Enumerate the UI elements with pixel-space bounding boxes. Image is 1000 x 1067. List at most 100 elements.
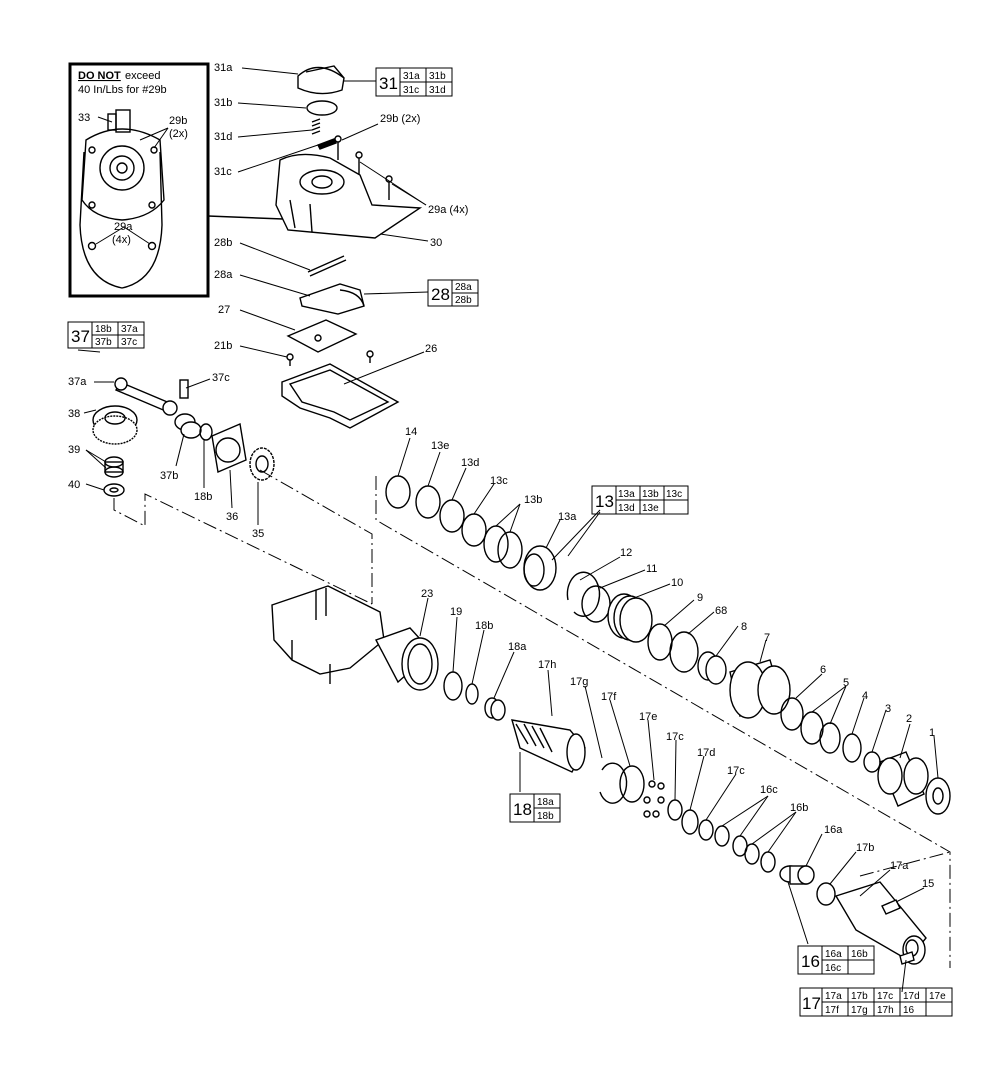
label-9: 9 <box>697 592 703 604</box>
kit-17-cell-4: 17d <box>903 991 920 1002</box>
label-27: 27 <box>218 304 230 316</box>
kit-16-cell-1: 16a <box>825 949 842 960</box>
label-23: 23 <box>421 588 433 600</box>
kit-31-cell-4: 31d <box>429 85 446 96</box>
label-13e: 13e <box>431 440 449 452</box>
kit-31-number: 31 <box>379 74 398 93</box>
kit-13-cell-1: 13a <box>618 489 635 500</box>
kit-box-28 <box>427 279 479 307</box>
label-15: 15 <box>922 878 934 890</box>
kit-16-cell-2: 16b <box>851 949 868 960</box>
label-16c: 16c <box>760 784 778 796</box>
label-37b: 37b <box>160 470 178 482</box>
kit-17-cell-1: 17a <box>825 991 842 1002</box>
inset-warning-emphasis: DO NOT <box>78 70 121 82</box>
label-21b: 21b <box>214 340 232 352</box>
label-1: 1 <box>929 727 935 739</box>
label-68: 68 <box>715 605 727 617</box>
label-17f: 17f <box>601 691 617 703</box>
kit-17-cell-2: 17b <box>851 991 868 1002</box>
label-13b: 13b <box>524 494 542 506</box>
kit-28-cell-2: 28b <box>455 295 472 306</box>
inset-warning-line2: 40 In/Lbs for #29b <box>78 84 167 96</box>
kit-31-cell-3: 31c <box>403 85 419 96</box>
label-14: 14 <box>405 426 417 438</box>
kit-box-17 <box>799 987 953 1017</box>
kit-13-cell-3: 13c <box>666 489 682 500</box>
label-37a: 37a <box>68 376 87 388</box>
label-13d: 13d <box>461 457 479 469</box>
label-6: 6 <box>820 664 826 676</box>
kit-37-cell-1: 18b <box>95 324 112 335</box>
kit-box-18 <box>509 793 561 823</box>
label-31a: 31a <box>214 62 233 74</box>
kit-box-31 <box>375 67 453 97</box>
inset-callout-29b-qty: (2x) <box>169 128 188 140</box>
label-40: 40 <box>68 479 80 491</box>
kit-13-cell-5: 13e <box>642 503 659 514</box>
kit-28-number: 28 <box>431 285 450 304</box>
kit-18-cell-2: 18b <box>537 811 554 822</box>
kit-17-cell-7: 17g <box>851 1005 868 1016</box>
leader-lines <box>77 67 939 993</box>
label-10: 10 <box>671 577 683 589</box>
assembly-centerlines <box>113 469 951 968</box>
inset-callout-33: 33 <box>78 112 90 124</box>
label-31c: 31c <box>214 166 232 178</box>
label-30: 30 <box>430 237 442 249</box>
label-3: 3 <box>885 703 891 715</box>
label-35: 35 <box>252 528 264 540</box>
kit-17-cell-9: 16 <box>903 1005 915 1016</box>
label-7: 7 <box>764 632 770 644</box>
inset-callout-29a-qty: (4x) <box>112 234 131 246</box>
label-13c: 13c <box>490 475 508 487</box>
kit-37-cell-4: 37c <box>121 337 137 348</box>
part-labels: 31a 31b 31d 31c 29b (2x) 29a (4x) 30 28b… <box>68 62 935 890</box>
label-17g: 17g <box>570 676 588 688</box>
label-17a: 17a <box>890 860 909 872</box>
label-17c-lower: 17c <box>727 765 745 777</box>
label-17d: 17d <box>697 747 715 759</box>
kit-31-cell-2: 31b <box>429 71 446 82</box>
label-26: 26 <box>425 343 437 355</box>
label-17h: 17h <box>538 659 556 671</box>
kit-17-cell-6: 17f <box>825 1005 839 1016</box>
label-31d: 31d <box>214 131 232 143</box>
label-5: 5 <box>843 677 849 689</box>
label-37c: 37c <box>212 372 230 384</box>
label-17e: 17e <box>639 711 657 723</box>
label-18a: 18a <box>508 641 527 653</box>
kit-18-cell-1: 18a <box>537 797 554 808</box>
label-29b: 29b (2x) <box>380 113 420 125</box>
label-18b-lower: 18b <box>475 620 493 632</box>
label-38: 38 <box>68 408 80 420</box>
kit-37-number: 37 <box>71 327 90 346</box>
label-28b: 28b <box>214 237 232 249</box>
label-31b: 31b <box>214 97 232 109</box>
label-16b: 16b <box>790 802 808 814</box>
label-2: 2 <box>906 713 912 725</box>
label-39: 39 <box>68 444 80 456</box>
label-29a: 29a (4x) <box>428 204 468 216</box>
label-13a: 13a <box>558 511 577 523</box>
kit-17-cell-3: 17c <box>877 991 893 1002</box>
label-17b: 17b <box>856 842 874 854</box>
kit-13-cell-2: 13b <box>642 489 659 500</box>
label-17c-upper: 17c <box>666 731 684 743</box>
label-28a: 28a <box>214 269 233 281</box>
label-16a: 16a <box>824 824 843 836</box>
inset-callout-29a: 29a <box>114 221 133 233</box>
kit-17-cell-5: 17e <box>929 991 946 1002</box>
kit-box-16 <box>797 945 875 975</box>
inset-panel: DO NOT exceed 40 In/Lbs for #29b 33 29b … <box>68 62 284 298</box>
part-drawings <box>92 65 951 965</box>
kit-37-cell-3: 37b <box>95 337 112 348</box>
kit-16-cell-3: 16c <box>825 963 841 974</box>
kit-13-number: 13 <box>595 492 614 511</box>
kit-28-cell-1: 28a <box>455 282 472 293</box>
inset-warning-rest: exceed <box>125 70 160 82</box>
kit-box-13 <box>591 485 689 515</box>
inset-housing-drawing <box>79 109 165 289</box>
label-18b-upper: 18b <box>194 491 212 503</box>
